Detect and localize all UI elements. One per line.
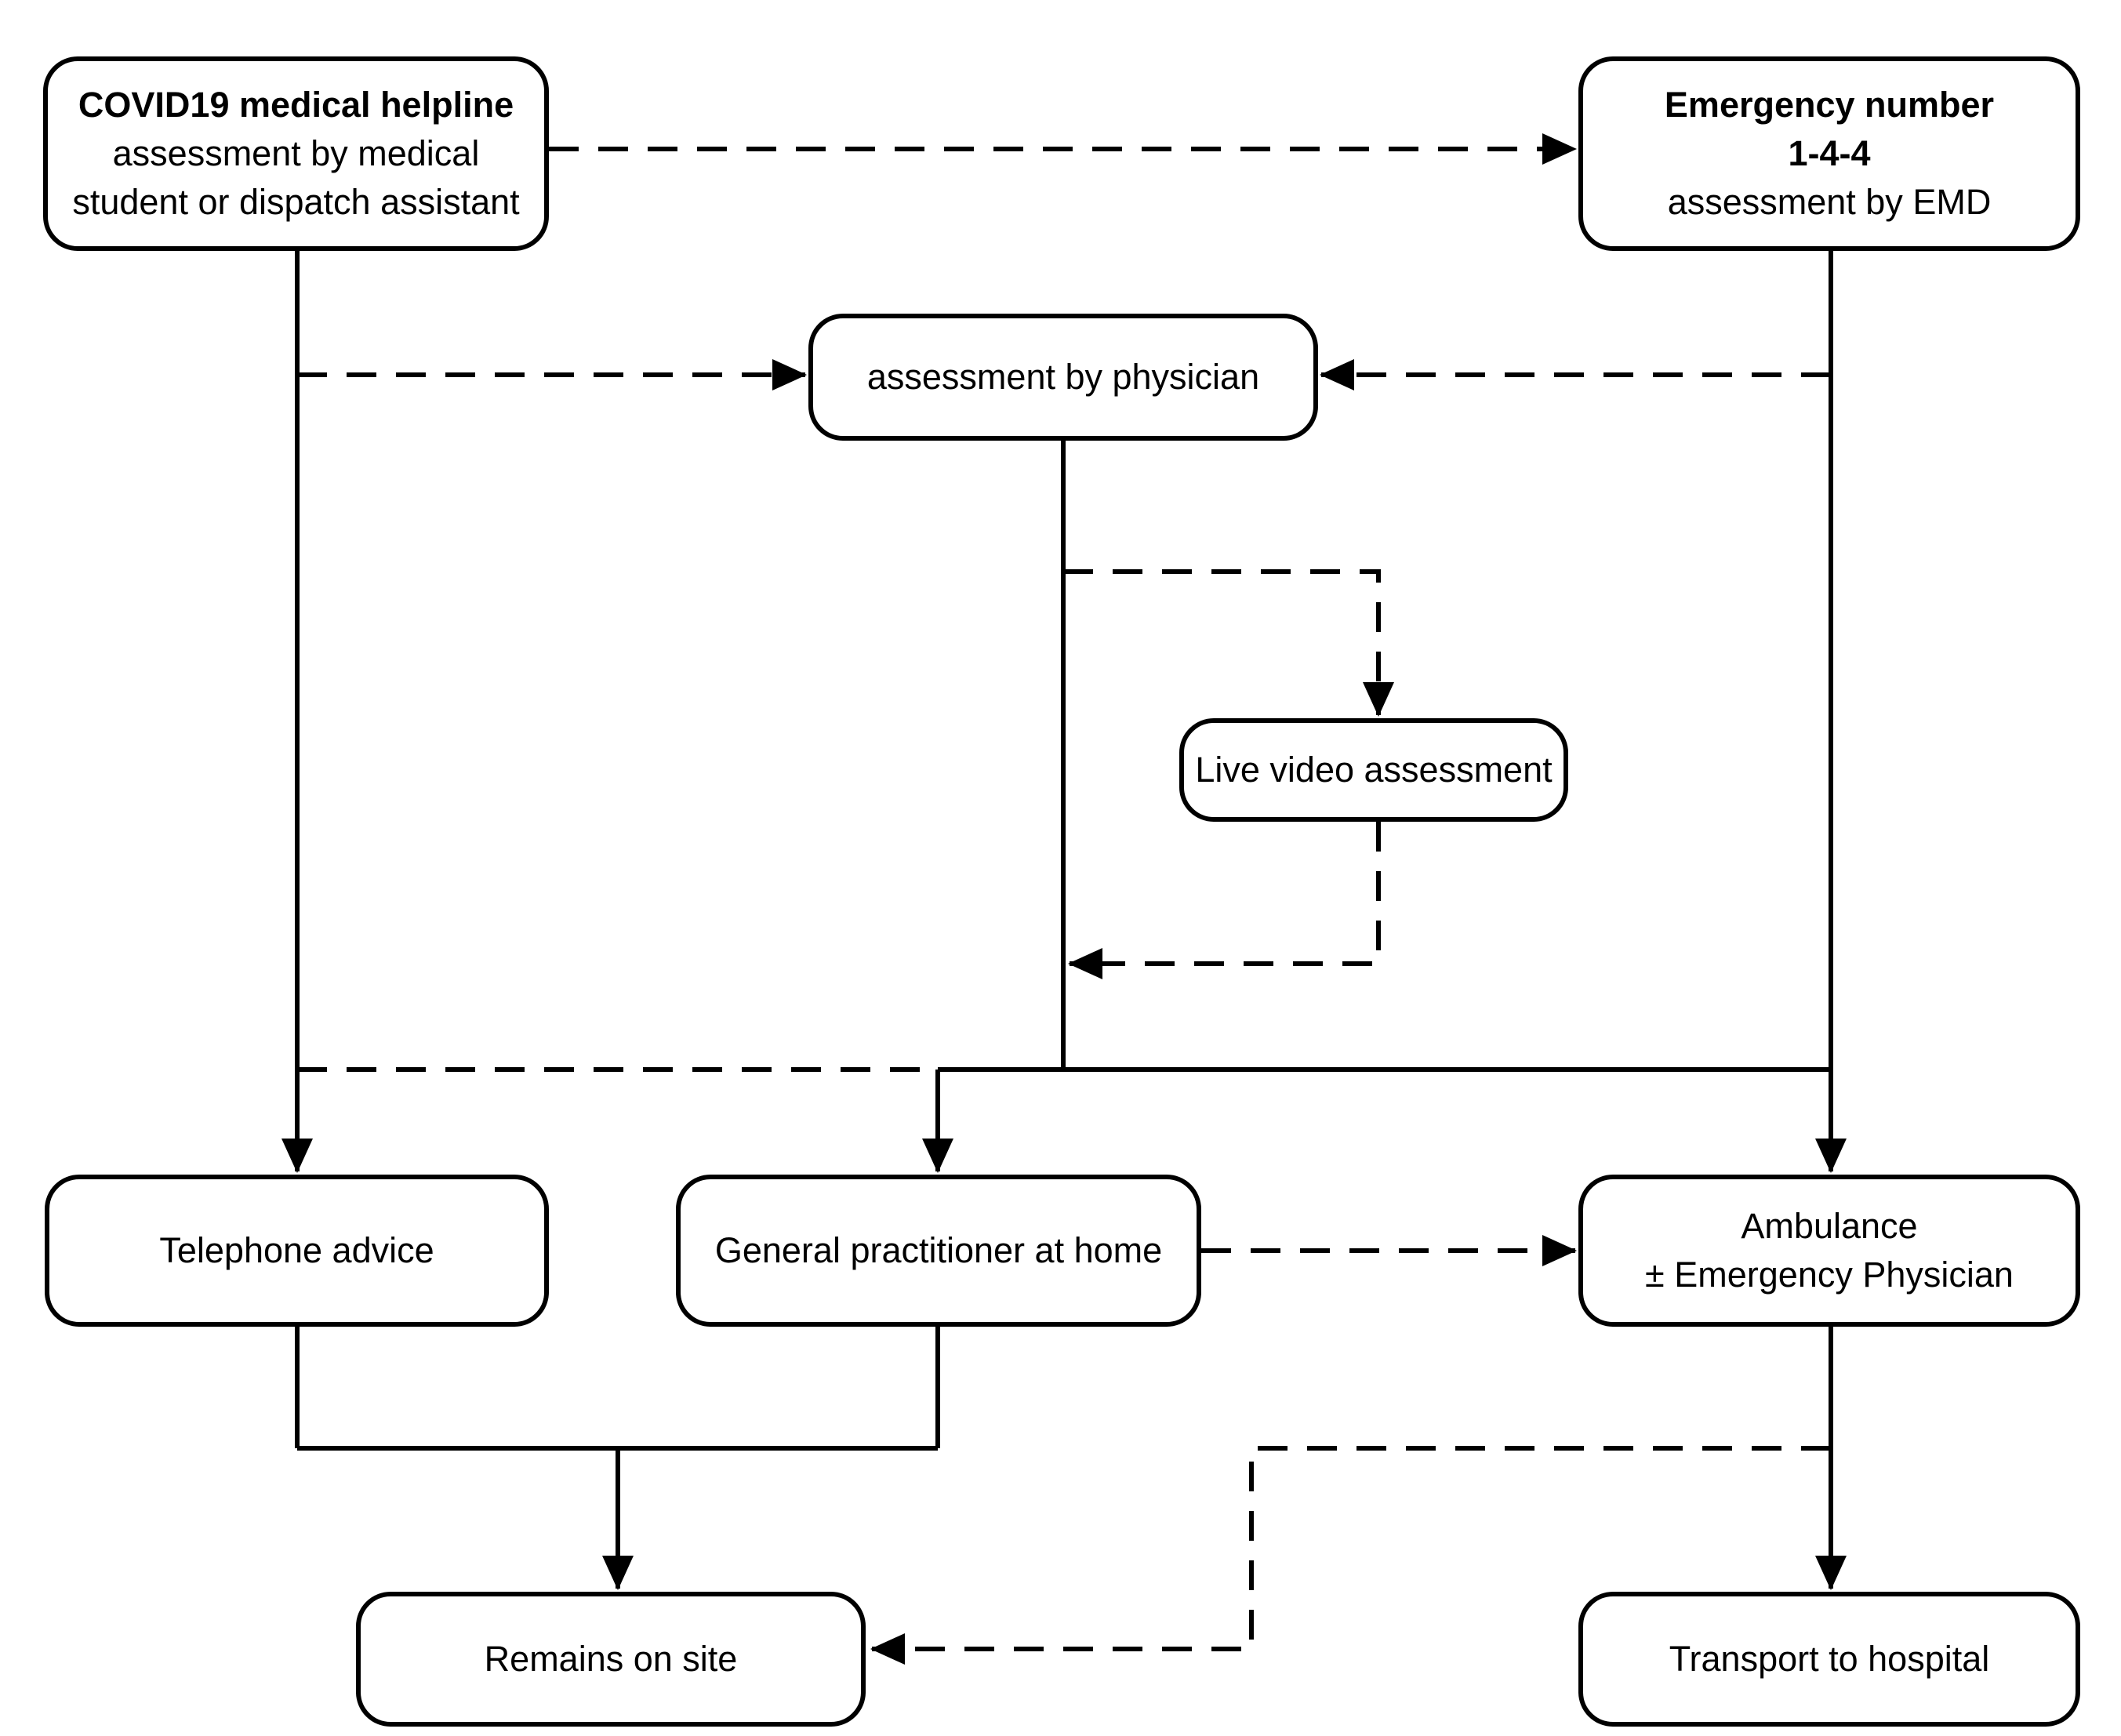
node-emergency-number: Emergency number 1-4-4 assessment by EMD: [1578, 56, 2080, 251]
node-ambulance: Ambulance ± Emergency Physician: [1578, 1175, 2080, 1327]
node-telephone-advice-label: Telephone advice: [159, 1230, 434, 1270]
node-live-video-assessment: Live video assessment: [1179, 718, 1568, 822]
node-assessment-physician-label: assessment by physician: [866, 357, 1260, 397]
node-live-video-assessment-label: Live video assessment: [1195, 750, 1553, 790]
node-covid-helpline-title: COVID19 medical helpline: [78, 85, 514, 125]
node-transport-to-hospital: Transport to hospital: [1578, 1592, 2080, 1727]
node-transport-to-hospital-label: Transport to hospital: [1669, 1639, 1990, 1679]
node-covid-helpline-line3: student or dispatch assistant: [72, 182, 520, 222]
node-assessment-physician: assessment by physician: [808, 314, 1318, 441]
node-general-practitioner-at-home-label: General practitioner at home: [714, 1230, 1163, 1270]
node-emergency-number-title: Emergency number: [1664, 85, 1995, 125]
node-covid-helpline: COVID19 medical helpline assessment by m…: [43, 56, 549, 251]
node-covid-helpline-line2: assessment by medical: [112, 133, 480, 173]
node-telephone-advice: Telephone advice: [45, 1175, 549, 1327]
edge-physician-to-live-video: [1063, 569, 1394, 717]
node-general-practitioner-at-home: General practitioner at home: [676, 1175, 1201, 1327]
node-ambulance-line2: ± Emergency Physician: [1645, 1255, 2014, 1295]
node-emergency-number-value: 1-4-4: [1788, 133, 1871, 173]
node-remains-on-site: Remains on site: [356, 1592, 866, 1727]
edge-live-video-to-physician: [1068, 822, 1381, 979]
node-ambulance-line1: Ambulance: [1741, 1206, 1918, 1246]
node-emergency-number-line3: assessment by EMD: [1667, 182, 1992, 222]
node-remains-on-site-label: Remains on site: [484, 1639, 738, 1679]
